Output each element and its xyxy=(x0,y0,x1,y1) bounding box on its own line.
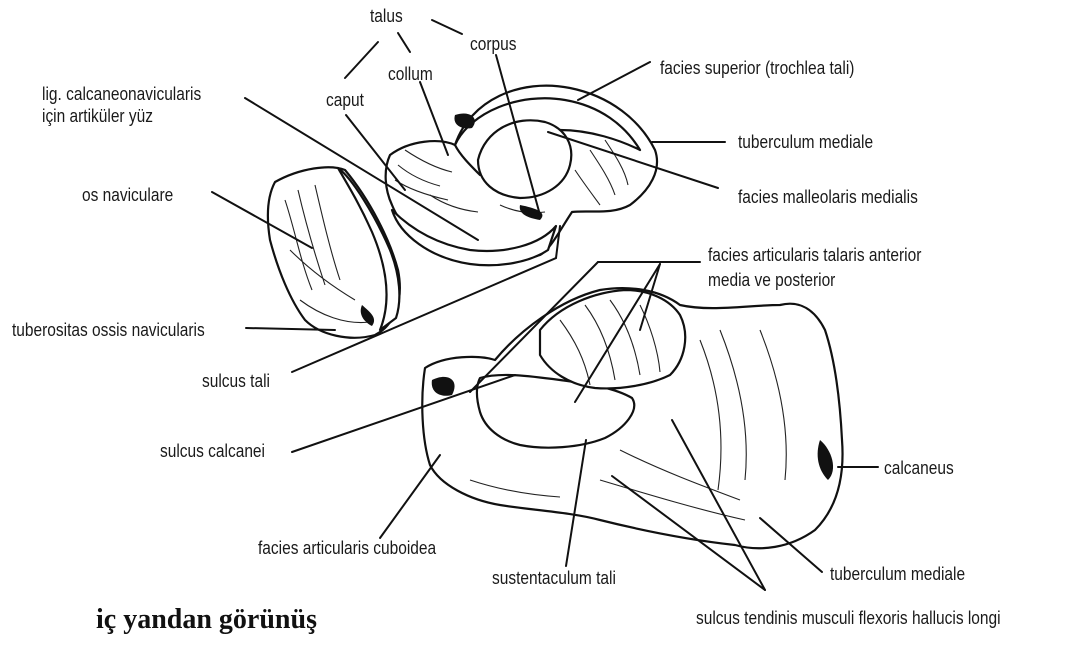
label-collum: collum xyxy=(388,64,433,84)
label-calcaneus: calcaneus xyxy=(884,458,954,478)
os-naviculare-shape xyxy=(268,167,400,337)
label-sulcus-tendinis: sulcus tendinis musculi flexoris halluci… xyxy=(696,608,1001,628)
label-facies-articularis-talaris-1: facies articularis talaris anterior xyxy=(708,245,921,265)
talus-shape xyxy=(386,86,657,266)
leader-talus-collum xyxy=(398,33,410,52)
label-caput: caput xyxy=(326,90,364,110)
calcaneus-shape xyxy=(422,288,842,548)
label-tuberositas-ossis-navicularis: tuberositas ossis navicularis xyxy=(12,320,205,340)
label-facies-articularis-talaris-2: media ve posterior xyxy=(708,270,835,290)
label-tuberculum-mediale-calcaneus: tuberculum mediale xyxy=(830,564,965,584)
leader-talus-corpus xyxy=(432,20,462,34)
leader-facies-superior xyxy=(578,62,650,100)
label-facies-superior: facies superior (trochlea tali) xyxy=(660,58,854,78)
label-os-naviculare: os naviculare xyxy=(82,185,173,205)
label-tuberculum-mediale-talus: tuberculum mediale xyxy=(738,132,873,152)
label-lig-calcaneonavicularis-1: lig. calcaneonavicularis xyxy=(42,84,201,104)
label-sustentaculum-tali: sustentaculum tali xyxy=(492,568,616,588)
label-facies-articularis-cuboidea: facies articularis cuboidea xyxy=(258,538,436,558)
label-sulcus-tali: sulcus tali xyxy=(202,371,270,391)
label-facies-malleolaris-medialis: facies malleolaris medialis xyxy=(738,187,918,207)
label-lig-calcaneonavicularis-2: için artiküler yüz xyxy=(42,106,153,126)
label-corpus: corpus xyxy=(470,34,516,54)
leader-facies-cuboidea xyxy=(380,455,440,538)
label-talus: talus xyxy=(370,6,403,26)
figure-caption: iç yandan görünüş xyxy=(96,604,317,636)
label-sulcus-calcanei: sulcus calcanei xyxy=(160,441,265,461)
leader-talus-caput xyxy=(345,42,378,78)
